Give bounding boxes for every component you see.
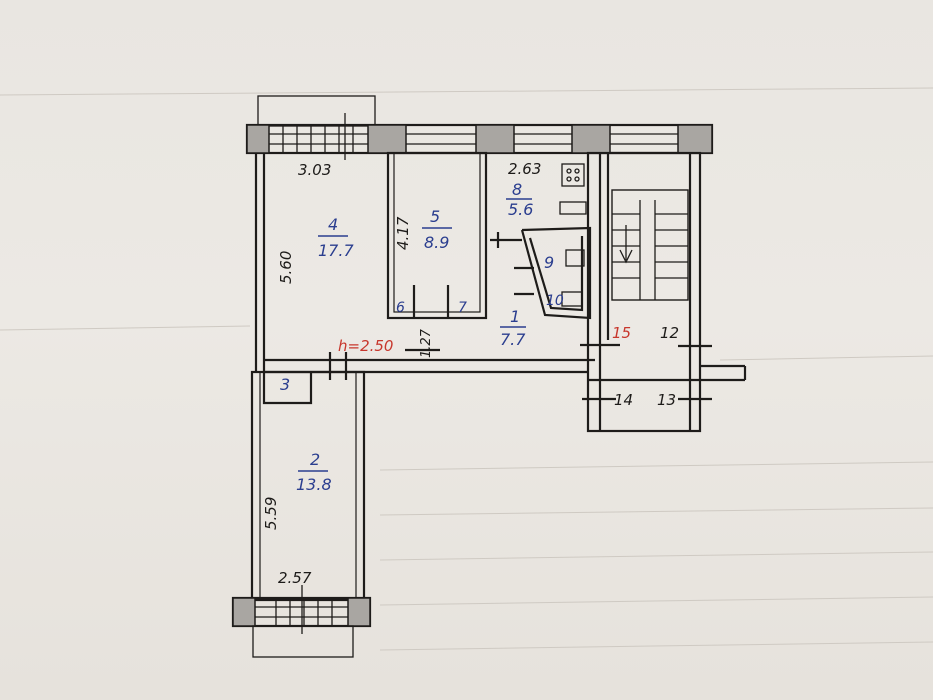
room-number: 1 [510, 307, 520, 326]
room-area: 13.8 [296, 475, 332, 494]
dimension-room2-length: 5.59 [262, 497, 280, 530]
stairwell [586, 151, 747, 433]
stair-label-14: 14 [614, 391, 633, 409]
dimension-labels: 3.03 5.60 4.17 2.63 5.59 2.57 1.27 [262, 160, 541, 587]
room-area: 7.7 [500, 330, 526, 349]
room-area: 17.7 [318, 241, 354, 260]
room-9-label: 9 [544, 253, 554, 272]
top-exterior-wall [245, 113, 714, 160]
room-4-label: 4 17.7 [318, 215, 354, 260]
room-number: 5 [430, 207, 440, 226]
bottom-exterior-wall [231, 585, 372, 658]
stair-label-13: 13 [657, 391, 676, 409]
stair-label-15: 15 [612, 324, 631, 342]
door-markers [328, 232, 712, 401]
room-area: 8.9 [424, 233, 449, 252]
room-7-label: 7 [458, 300, 467, 316]
room-number: 2 [310, 450, 320, 469]
apartment-walls [250, 151, 610, 602]
room-8-label: 8 5.6 [506, 180, 533, 219]
room-area: 5.6 [508, 200, 533, 219]
top-balcony [257, 95, 376, 127]
room-2-label: 2 13.8 [296, 450, 332, 494]
dimension-kitchen-width: 2.63 [508, 160, 541, 178]
dimension-corridor-width: 1.27 [419, 328, 434, 358]
stair-labels: 12 14 13 [614, 324, 679, 409]
room-number: 8 [512, 180, 522, 199]
room-10-label: 10 [546, 293, 564, 309]
dimension-room2-width: 2.57 [278, 569, 312, 587]
room-3-label: 3 [280, 375, 290, 394]
dimension-room5-length: 4.17 [394, 216, 412, 250]
ceiling-height-label: h=2.50 [338, 337, 393, 355]
stair-label-12: 12 [660, 324, 679, 342]
dimension-room4-length: 5.60 [277, 251, 295, 284]
dimension-room4-width: 3.03 [298, 161, 331, 179]
room-labels: 4 17.7 5 8.9 8 5.6 9 10 1 7.7 2 13.8 3 6… [280, 180, 564, 494]
bottom-balcony [252, 625, 354, 658]
kitchen-fixtures [559, 163, 587, 307]
room-1-label: 1 7.7 [500, 307, 526, 349]
room-5-label: 5 8.9 [422, 207, 452, 252]
room-number: 4 [328, 215, 338, 234]
background-ruled-lines [0, 87, 933, 651]
room-6-label: 6 [396, 300, 405, 316]
